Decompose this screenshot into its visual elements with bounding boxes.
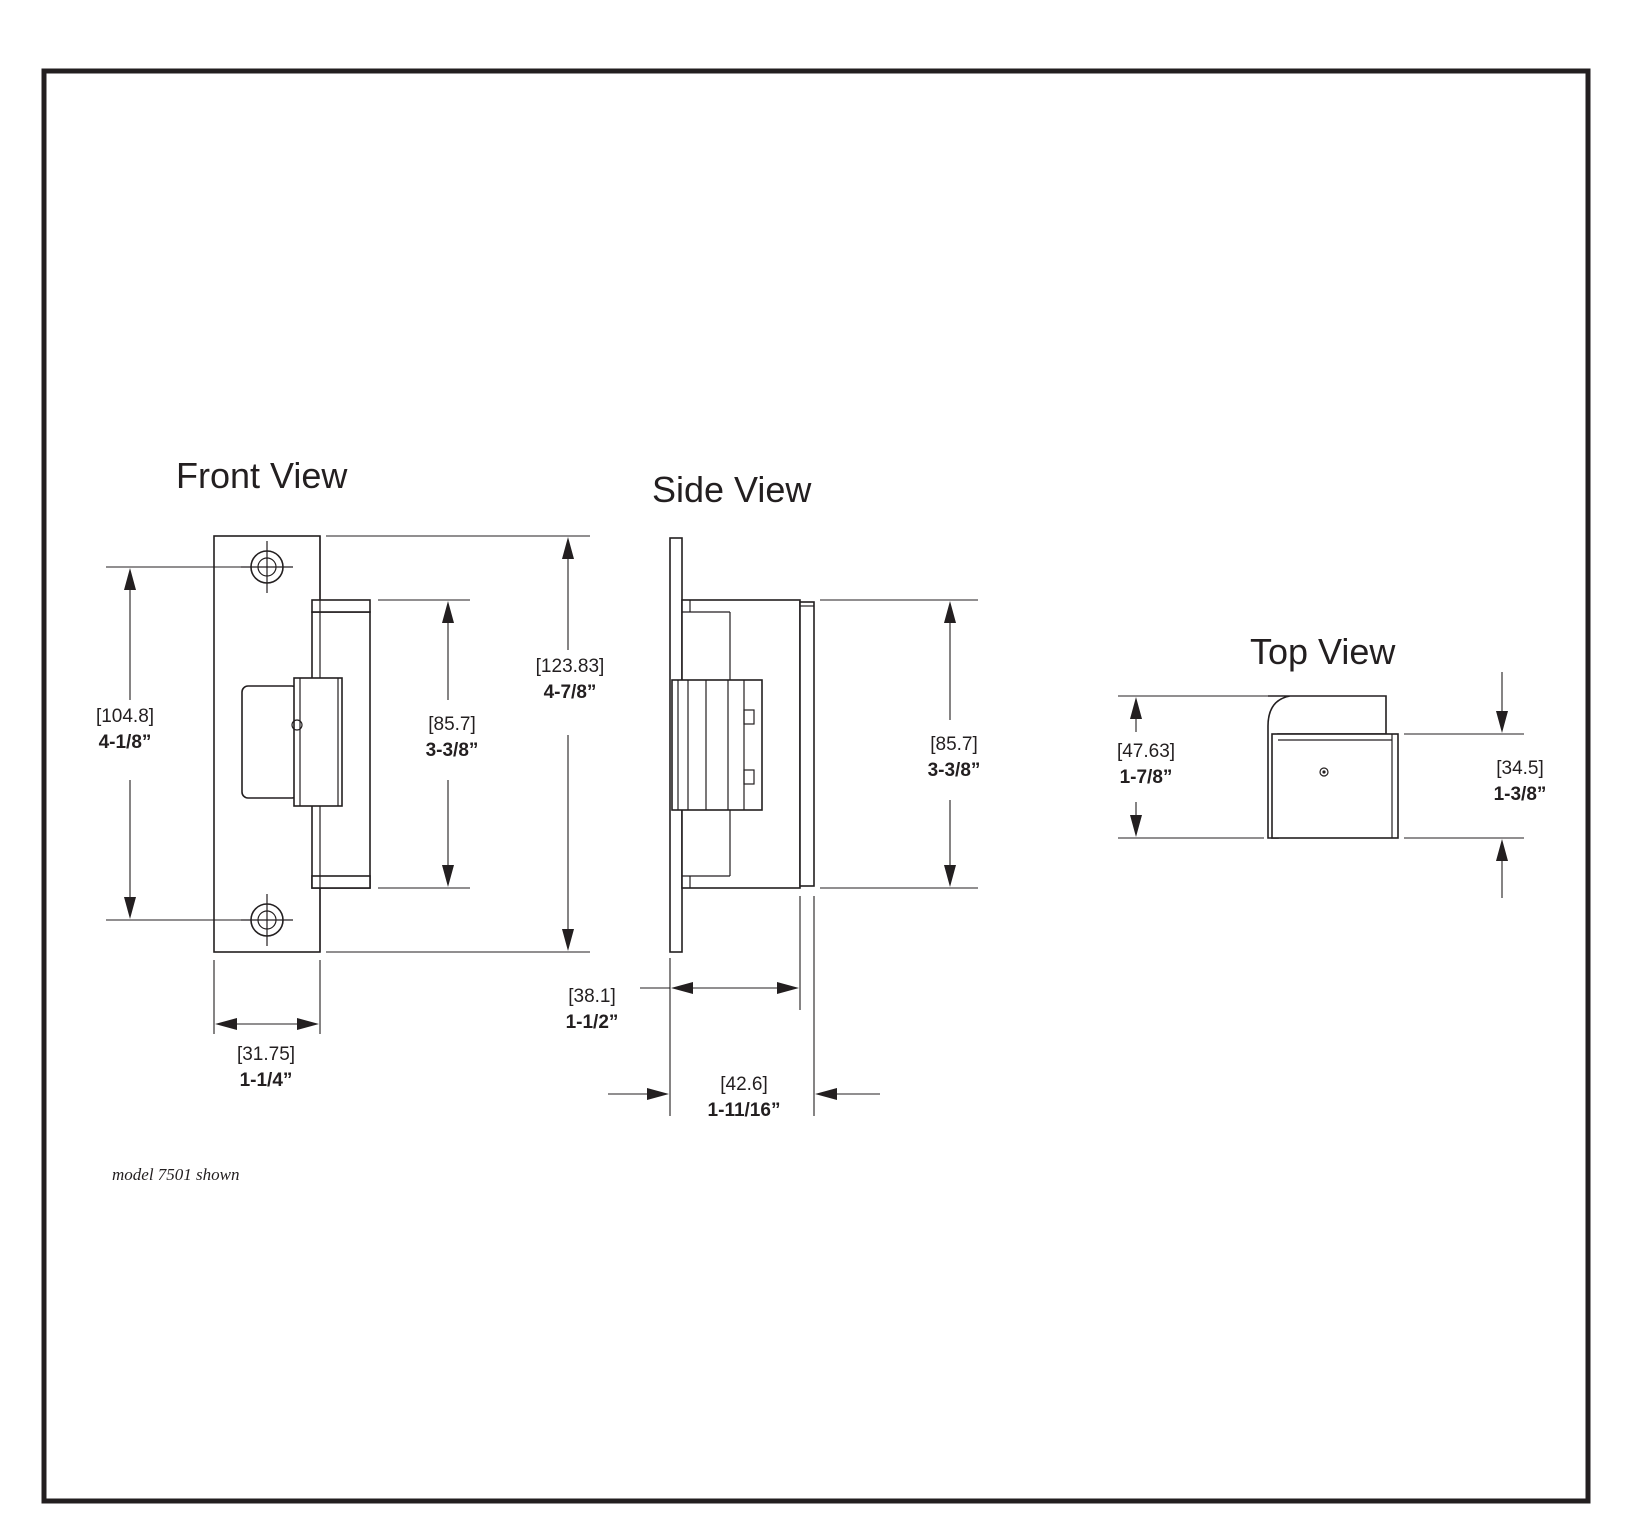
side-latch-block <box>671 679 763 811</box>
top-view-title: Top View <box>1250 631 1396 672</box>
top-view: Top View [47.63] 1-7/8” [34.5] <box>1117 631 1546 898</box>
front-dim-housing-height: [85.7] 3-3/8” <box>378 599 479 889</box>
front-latch-block <box>293 677 343 807</box>
side-view: Side View [85.7] 3-3/8” <box>566 469 981 1121</box>
front-dim-overall-height-in: 4-7/8” <box>544 682 597 703</box>
front-dim-overall-height-mm: [123.83] <box>536 656 605 677</box>
top-screw <box>1319 767 1329 777</box>
front-housing-lip-bottom <box>311 875 371 889</box>
front-view-title: Front View <box>176 455 348 496</box>
front-keeper <box>241 685 299 799</box>
front-dim-housing-height-in: 3-3/8” <box>426 740 479 761</box>
front-dim-housing-height-mm: [85.7] <box>428 714 476 735</box>
side-dim-housing-height: [85.7] 3-3/8” <box>820 599 981 889</box>
side-dim-body-depth-mm: [38.1] <box>568 986 616 1007</box>
side-dim-body-depth-in: 1-1/2” <box>566 1012 619 1033</box>
side-dim-overall-depth-mm: [42.6] <box>720 1074 768 1095</box>
front-dim-mounting-holes-mm: [104.8] <box>96 706 154 727</box>
top-dim-overall-depth-in: 1-7/8” <box>1120 767 1173 788</box>
top-dim-overall-depth: [47.63] 1-7/8” <box>1117 695 1276 839</box>
side-dim-overall-depth: [42.6] 1-11/16” <box>608 896 880 1121</box>
top-dim-body-depth-mm: [34.5] <box>1496 758 1544 779</box>
front-dim-mounting-holes: [104.8] 4-1/8” <box>96 566 260 921</box>
side-dim-overall-depth-in: 1-11/16” <box>708 1100 781 1121</box>
drawing-frame <box>41 68 1591 1504</box>
side-view-title: Side View <box>652 469 812 510</box>
top-dim-overall-depth-mm: [47.63] <box>1117 741 1175 762</box>
front-housing-lip <box>311 599 371 613</box>
side-cover <box>799 601 815 887</box>
front-view: Front View <box>96 455 604 1091</box>
model-note: model 7501 shown <box>112 1165 240 1184</box>
top-dim-body-depth-in: 1-3/8” <box>1494 784 1547 805</box>
front-dim-faceplate-width-in: 1-1/4” <box>240 1070 293 1091</box>
front-dim-mounting-holes-in: 4-1/8” <box>99 732 152 753</box>
top-dim-body-depth: [34.5] 1-3/8” <box>1404 672 1546 898</box>
top-body <box>1271 733 1399 839</box>
front-dim-faceplate-width-mm: [31.75] <box>237 1044 295 1065</box>
side-dim-body-depth: [38.1] 1-1/2” <box>566 896 801 1033</box>
side-dim-housing-height-in: 3-3/8” <box>928 760 981 781</box>
side-dim-housing-height-mm: [85.7] <box>930 734 978 755</box>
front-dim-overall-height: [123.83] 4-7/8” <box>326 535 605 953</box>
front-dim-faceplate-width: [31.75] 1-1/4” <box>213 960 321 1091</box>
